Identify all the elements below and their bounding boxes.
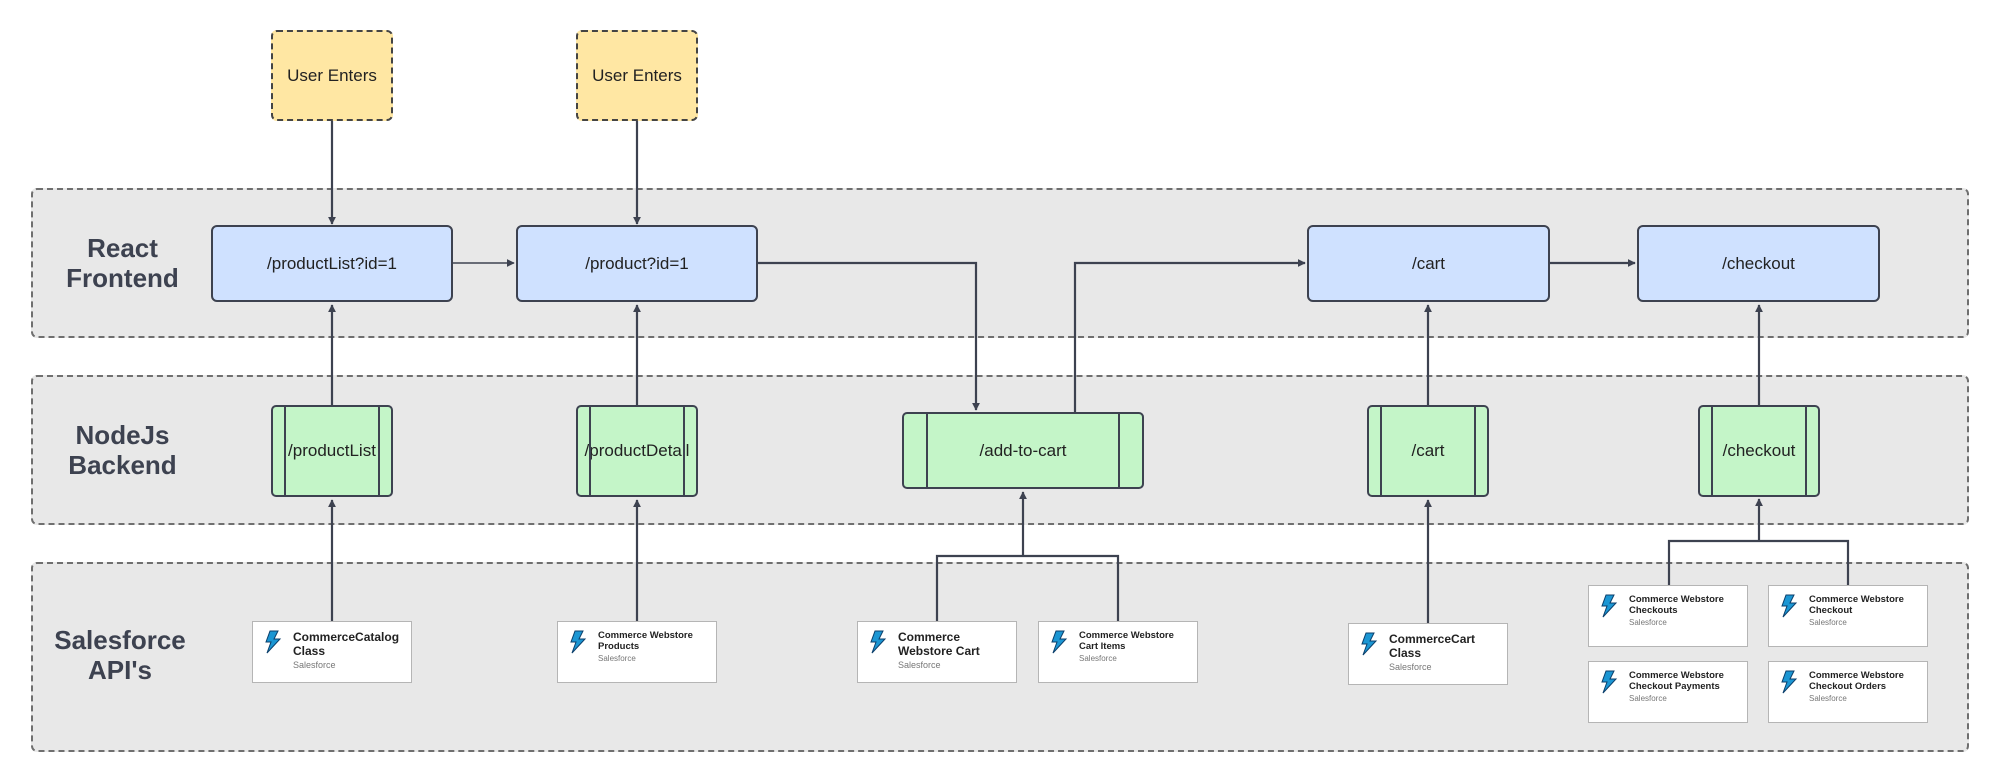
lane-label-nodejs-backend: NodeJs Backend: [68, 420, 177, 480]
frontend-node-checkout: /checkout: [1637, 225, 1880, 302]
edge-cart-apis-to-add-to-cart: [935, 554, 1120, 621]
api-card-title: Commerce Webstore Checkouts: [1629, 594, 1724, 616]
salesforce-bolt-icon: [1361, 632, 1378, 656]
api-card-source: Salesforce: [1629, 694, 1667, 703]
salesforce-bolt-icon: [1781, 594, 1798, 618]
api-card-title: Commerce Webstore Checkout Orders: [1809, 670, 1904, 692]
user-enters-node: User Enters: [576, 30, 698, 121]
api-card-title: Commerce Webstore Cart: [898, 630, 980, 658]
frontend-node-cart: /cart: [1307, 225, 1550, 302]
backend-node-label: /productList: [288, 441, 376, 460]
salesforce-bolt-icon: [870, 630, 887, 654]
backend-node-label: /cart: [1411, 441, 1445, 460]
api-card-source: Salesforce: [1809, 618, 1847, 627]
backend-node-productdetail: /productDetail: [576, 405, 698, 497]
backend-node-add-to-cart: /add-to-cart: [902, 412, 1144, 489]
salesforce-bolt-icon: [1781, 670, 1798, 694]
backend-node-cart: /cart: [1367, 405, 1489, 497]
api-card-source: Salesforce: [898, 660, 941, 670]
api-card-title: CommerceCatalog Class: [293, 630, 400, 658]
backend-node-label: /productDetail: [584, 441, 690, 460]
frontend-node-productlist: /productList?id=1: [211, 225, 453, 302]
backend-node-label: /add-to-cart: [979, 440, 1067, 460]
edge-add-to-cart-to-cart: [1073, 259, 1306, 412]
backend-node-productlist: /productList: [271, 405, 393, 497]
salesforce-bolt-icon: [265, 630, 282, 654]
api-card-source: Salesforce: [598, 654, 636, 663]
api-card-title: Commerce Webstore Cart Items: [1079, 630, 1174, 652]
backend-node-label: /checkout: [1722, 441, 1796, 460]
api-card-title: Commerce Webstore Checkout: [1809, 594, 1904, 616]
edge-checkout-apis-to-checkout: [1667, 539, 1850, 585]
salesforce-bolt-icon: [570, 630, 587, 654]
lane-label-salesforce-apis: Salesforce API's: [54, 625, 186, 685]
api-card-title: CommerceCart Class: [1389, 632, 1476, 660]
frontend-node-product: /product?id=1: [516, 225, 758, 302]
salesforce-bolt-icon: [1601, 670, 1618, 694]
api-card-title: Commerce Webstore Checkout Payments: [1629, 670, 1724, 692]
api-card-source: Salesforce: [1079, 654, 1117, 663]
salesforce-bolt-icon: [1051, 630, 1068, 654]
backend-node-checkout: /checkout: [1698, 405, 1820, 497]
api-card-title: Commerce Webstore Products: [598, 630, 693, 652]
salesforce-bolt-icon: [1601, 594, 1618, 618]
user-enters-node: User Enters: [271, 30, 393, 121]
api-card-source: Salesforce: [293, 660, 336, 670]
api-card-source: Salesforce: [1389, 662, 1432, 672]
api-card-source: Salesforce: [1809, 694, 1847, 703]
edge-product-to-add-to-cart: [757, 261, 980, 411]
lane-label-react-frontend: React Frontend: [66, 233, 179, 293]
api-card-source: Salesforce: [1629, 618, 1667, 627]
